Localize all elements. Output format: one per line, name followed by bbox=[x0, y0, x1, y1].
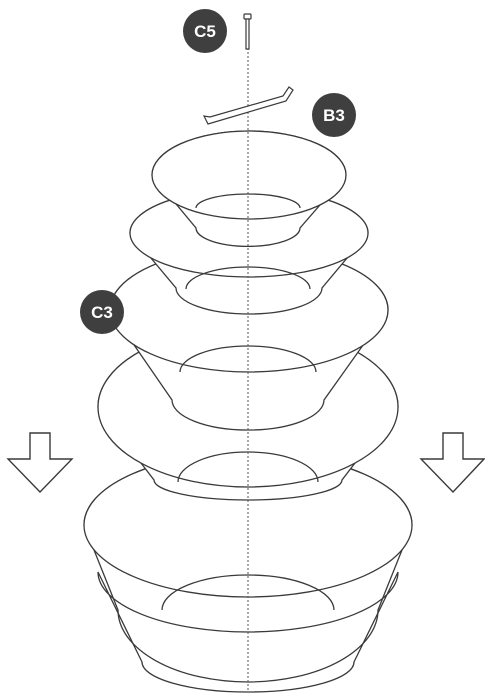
badge-c3-label: C3 bbox=[91, 303, 113, 322]
badge-b3-label: B3 bbox=[323, 106, 345, 125]
right-down-arrow-icon bbox=[419, 432, 485, 494]
badge-c3: C3 bbox=[80, 290, 124, 334]
badge-b3: B3 bbox=[312, 93, 356, 137]
bowl-1 bbox=[151, 130, 347, 248]
badge-c5: C5 bbox=[183, 9, 227, 53]
left-down-arrow-icon bbox=[6, 432, 74, 494]
badge-c5-label: C5 bbox=[194, 22, 216, 41]
handle-icon bbox=[202, 86, 294, 125]
screw-icon bbox=[243, 13, 252, 50]
